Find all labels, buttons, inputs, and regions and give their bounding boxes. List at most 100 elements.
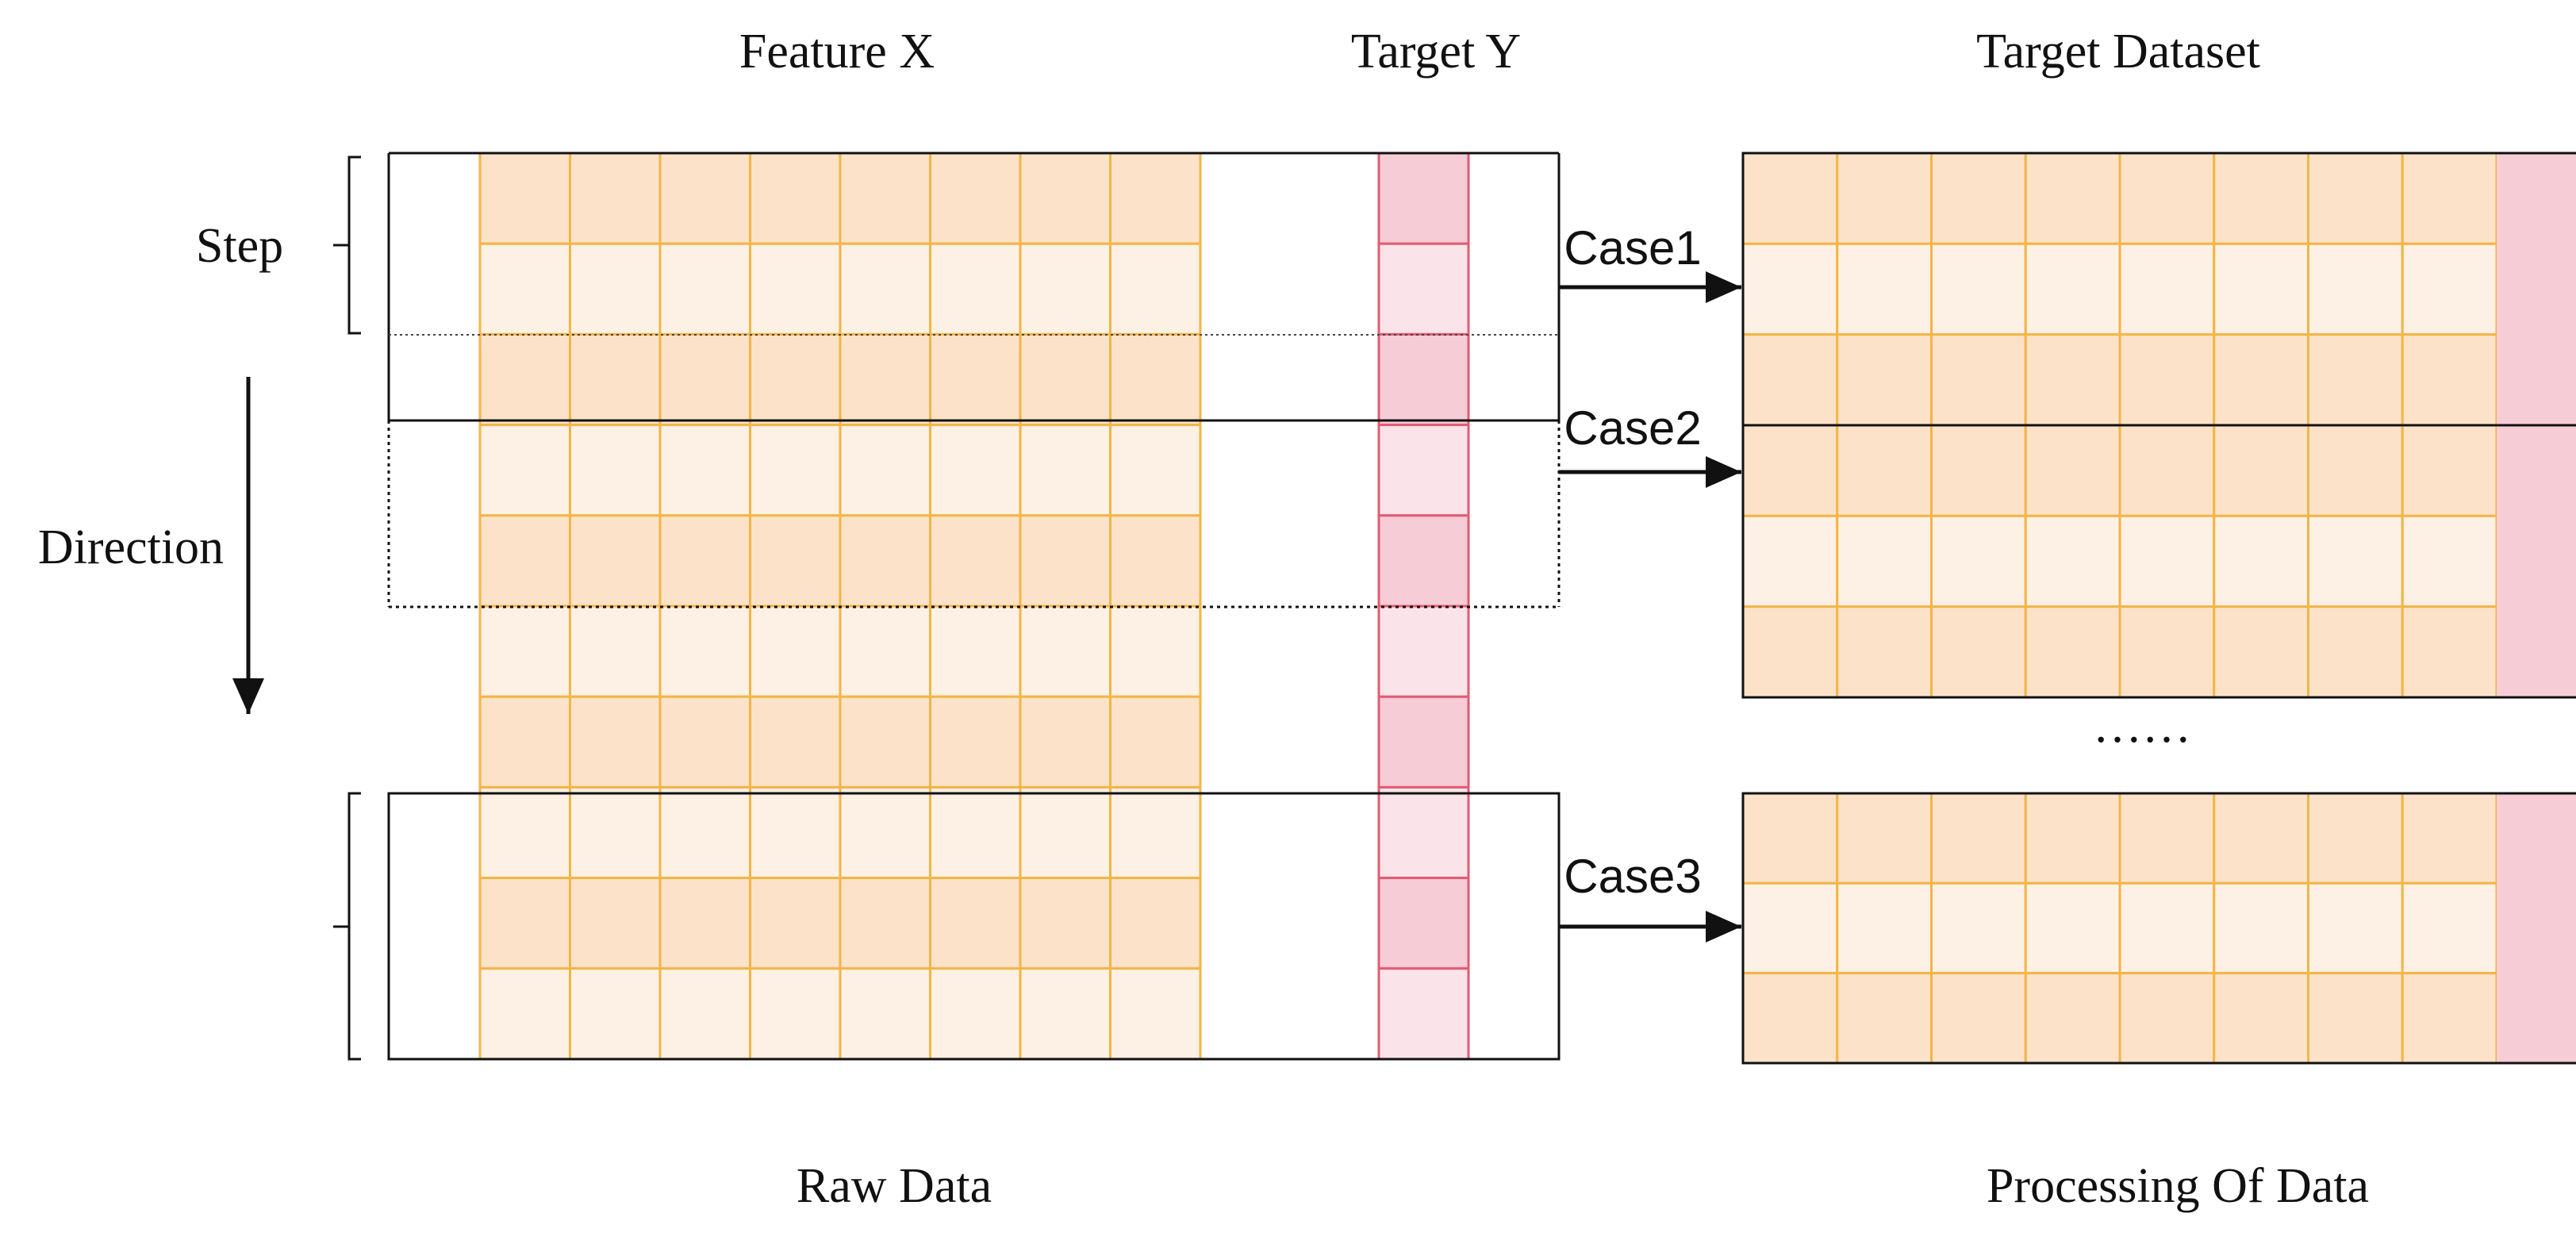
dataset-feature-cell bbox=[1930, 333, 2027, 427]
dataset-feature-cell bbox=[1836, 424, 1933, 517]
feature-cell bbox=[1109, 152, 1202, 245]
dataset-feature-cell bbox=[1836, 242, 1933, 336]
dataset-feature-cell bbox=[2118, 792, 2216, 885]
feature-cell bbox=[569, 605, 662, 698]
feature-cell bbox=[839, 967, 931, 1061]
dataset-feature-cell bbox=[2307, 152, 2404, 245]
feature-cell bbox=[658, 695, 751, 789]
dataset-feature-cell bbox=[2024, 881, 2121, 975]
feature-cell bbox=[569, 332, 662, 427]
dataset-feature-cell bbox=[2024, 972, 2121, 1065]
feature-cell bbox=[478, 967, 571, 1061]
target-cell bbox=[1377, 242, 1470, 336]
dataset-feature-cell bbox=[2307, 881, 2404, 975]
dataset-feature-cell bbox=[2307, 333, 2404, 427]
dataset-feature-cell bbox=[2307, 424, 2404, 517]
feature-cell bbox=[749, 514, 842, 608]
feature-cell bbox=[1019, 785, 1111, 880]
dataset-feature-cell bbox=[2024, 242, 2121, 336]
step-brace bbox=[333, 155, 361, 335]
target-cell bbox=[1377, 514, 1470, 608]
raw-data-label: Raw Data bbox=[797, 1159, 992, 1213]
feature-cell bbox=[1109, 695, 1202, 789]
dataset-feature-cell bbox=[1930, 792, 2027, 885]
dataset-target-column bbox=[2497, 153, 2576, 425]
feature-cell bbox=[478, 605, 571, 698]
feature-cell bbox=[569, 242, 662, 336]
target-dataset-blocks bbox=[1741, 152, 2576, 1065]
dataset-feature-cell bbox=[2213, 242, 2309, 336]
feature-cell bbox=[569, 785, 662, 880]
dataset-feature-cell bbox=[2401, 972, 2498, 1065]
feature-cell bbox=[658, 152, 751, 245]
dataset-frame-case3 bbox=[1741, 792, 2576, 1065]
feature-cell bbox=[839, 605, 931, 698]
feature-cell bbox=[929, 877, 1022, 970]
feature-cell bbox=[749, 332, 842, 427]
target-cell bbox=[1377, 695, 1470, 789]
feature-x-label: Feature X bbox=[739, 25, 935, 79]
feature-cell bbox=[839, 695, 931, 789]
window-frame-case1 bbox=[387, 152, 1561, 422]
feature-cell bbox=[1019, 967, 1111, 1061]
dataset-feature-cell bbox=[1930, 152, 2027, 245]
feature-cell bbox=[749, 695, 842, 789]
dataset-feature-cell bbox=[1741, 881, 1839, 975]
feature-cell bbox=[569, 514, 662, 608]
feature-cell bbox=[478, 332, 571, 427]
target-dataset-label: Target Dataset bbox=[1976, 25, 2260, 79]
dataset-feature-cell bbox=[2401, 605, 2498, 699]
feature-cell bbox=[929, 695, 1022, 789]
feature-cell bbox=[1019, 877, 1111, 970]
processing-of-data-label: Processing Of Data bbox=[1987, 1159, 2369, 1213]
dataset-feature-cell bbox=[1930, 881, 2027, 975]
feature-cell bbox=[569, 424, 662, 517]
feature-cell bbox=[749, 605, 842, 698]
dataset-feature-cell bbox=[2118, 972, 2216, 1065]
feature-cell bbox=[569, 152, 662, 245]
feature-cell bbox=[839, 424, 931, 517]
direction-label: Direction bbox=[38, 520, 224, 574]
feature-cell bbox=[478, 785, 571, 880]
dataset-feature-cell bbox=[2118, 242, 2216, 336]
target-cell bbox=[1377, 332, 1470, 427]
dataset-feature-cell bbox=[1741, 242, 1839, 336]
feature-cell bbox=[1109, 424, 1202, 517]
dataset-feature-cell bbox=[2118, 881, 2216, 975]
feature-cell bbox=[658, 332, 751, 427]
feature-cell bbox=[839, 152, 931, 245]
dataset-feature-cell bbox=[2118, 424, 2216, 517]
dataset-feature-cell bbox=[2307, 792, 2404, 885]
dataset-feature-cell bbox=[2401, 881, 2498, 975]
feature-cell bbox=[1019, 695, 1111, 789]
target-cell bbox=[1377, 967, 1470, 1061]
dataset-feature-cell bbox=[2024, 514, 2121, 608]
dataset-target-column bbox=[2497, 425, 2576, 697]
target-cell bbox=[1377, 877, 1470, 970]
feature-cell bbox=[1109, 242, 1202, 336]
dataset-feature-cell bbox=[1930, 424, 2027, 517]
feature-cell bbox=[1109, 877, 1202, 970]
dataset-feature-cell bbox=[2307, 972, 2404, 1065]
feature-cell bbox=[658, 605, 751, 698]
dataset-target-column bbox=[2497, 793, 2576, 1063]
feature-cell bbox=[839, 332, 931, 427]
feature-cell bbox=[1109, 514, 1202, 608]
dataset-feature-cell bbox=[2307, 605, 2404, 699]
feature-cell bbox=[658, 242, 751, 336]
target-cell bbox=[1377, 424, 1470, 517]
step-label: Step bbox=[196, 219, 283, 273]
dataset-feature-cell bbox=[1836, 514, 1933, 608]
dataset-feature-cell bbox=[2024, 333, 2121, 427]
feature-cell bbox=[658, 877, 751, 970]
case2-label: Case2 bbox=[1564, 401, 1701, 455]
dataset-feature-cell bbox=[2024, 424, 2121, 517]
dataset-feature-cell bbox=[1930, 972, 2027, 1065]
window-frame-case2 bbox=[387, 420, 1561, 608]
feature-cell bbox=[1109, 605, 1202, 698]
feature-cell bbox=[478, 242, 571, 336]
target-cell bbox=[1377, 152, 1470, 245]
case1-label: Case1 bbox=[1564, 221, 1701, 274]
